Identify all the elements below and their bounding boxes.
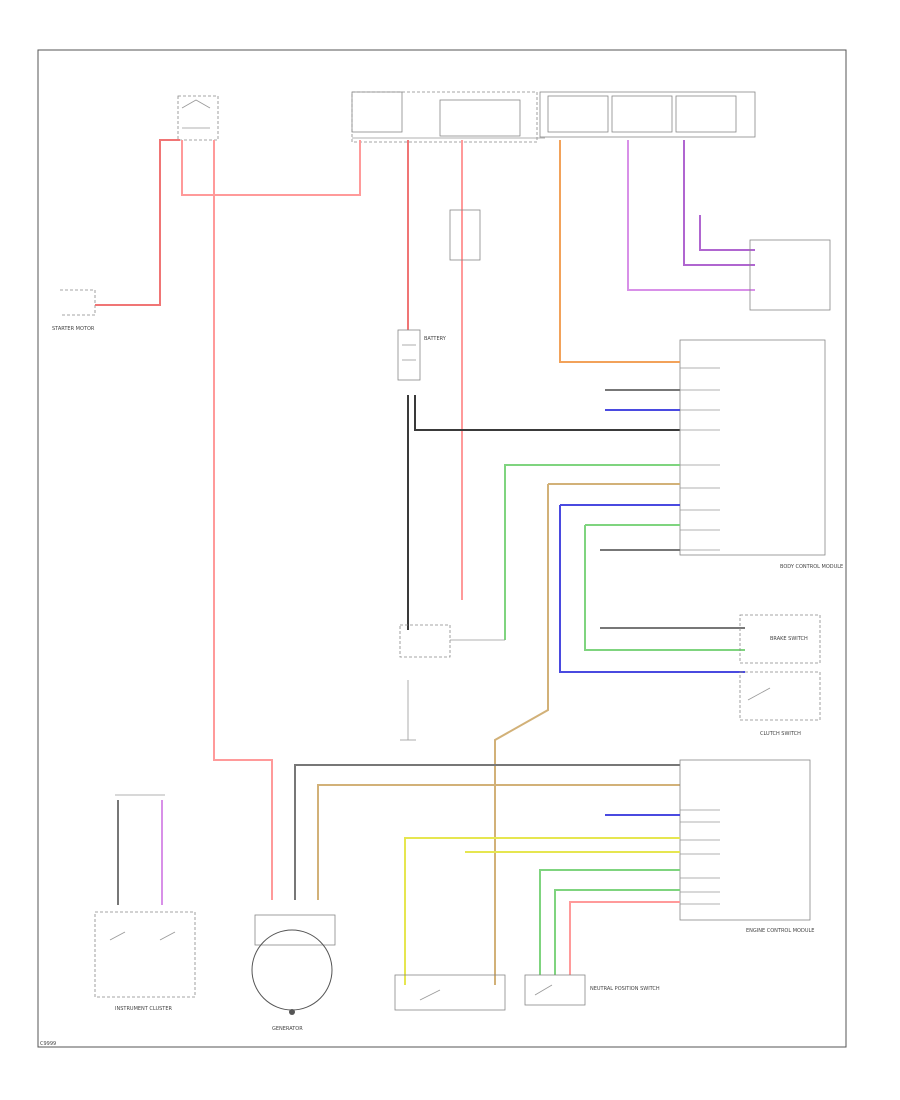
instrument-cluster: INSTRUMENT CLUSTER xyxy=(94,794,196,1012)
clutch-switch-label: CLUTCH SWITCH xyxy=(760,731,801,737)
wire-red-starter xyxy=(95,139,180,306)
engine-control-module-label: ENGINE CONTROL MODULE xyxy=(746,928,814,934)
wire-blue-long-down xyxy=(559,505,745,673)
neutral-position-switch: NEUTRAL POSITION SWITCH xyxy=(524,974,660,1006)
starter-motor: STARTER MOTOR xyxy=(52,289,96,332)
brake-switch-label: BRAKE SWITCH xyxy=(770,636,808,642)
brake-switch: BRAKE SWITCH xyxy=(739,614,821,664)
lower-switch xyxy=(394,974,506,1011)
wire-tan-ecm xyxy=(317,784,680,900)
wire-green-3 xyxy=(584,525,745,651)
wire-green-1 xyxy=(504,464,680,640)
fuse-block-top xyxy=(351,91,756,143)
wire-green-ecm xyxy=(539,869,680,975)
battery-label: BATTERY xyxy=(424,336,447,342)
wire-orange xyxy=(559,140,680,363)
neutral-position-switch-label: NEUTRAL POSITION SWITCH xyxy=(590,986,660,992)
connector-top-right xyxy=(749,239,831,311)
generator: GENERATOR xyxy=(251,914,336,1032)
wire-violet-1 xyxy=(627,140,755,291)
wire-green-ecm-2 xyxy=(554,889,680,975)
wire-purple-2 xyxy=(699,215,755,251)
wire-red-ecm xyxy=(569,901,680,975)
generator-label: GENERATOR xyxy=(272,1026,303,1032)
wire-red-feed xyxy=(181,140,361,196)
clutch-switch: CLUTCH SWITCH xyxy=(739,671,821,737)
diagram-frame xyxy=(37,49,847,1048)
fuse-box-mid xyxy=(449,209,481,261)
ground-connector xyxy=(399,624,505,741)
wire-red-generator xyxy=(213,140,273,900)
body-control-module-label: BODY CONTROL MODULE xyxy=(780,564,843,570)
wire-tan-down xyxy=(494,484,549,985)
starter-relay xyxy=(177,95,219,141)
engine-control-module: ENGINE CONTROL MODULE xyxy=(679,759,814,934)
wire-yellow-1 xyxy=(404,837,680,985)
wire-purple-1 xyxy=(683,140,755,266)
instrument-cluster-label: INSTRUMENT CLUSTER xyxy=(115,1006,173,1012)
wire-gray-gen xyxy=(294,764,680,900)
battery: BATTERY xyxy=(397,329,447,381)
wire-dark-ground xyxy=(414,395,680,431)
footer-code: C9999 xyxy=(40,1041,56,1047)
starter-motor-label: STARTER MOTOR xyxy=(52,326,95,332)
body-control-module: BODY CONTROL MODULE xyxy=(679,339,843,570)
